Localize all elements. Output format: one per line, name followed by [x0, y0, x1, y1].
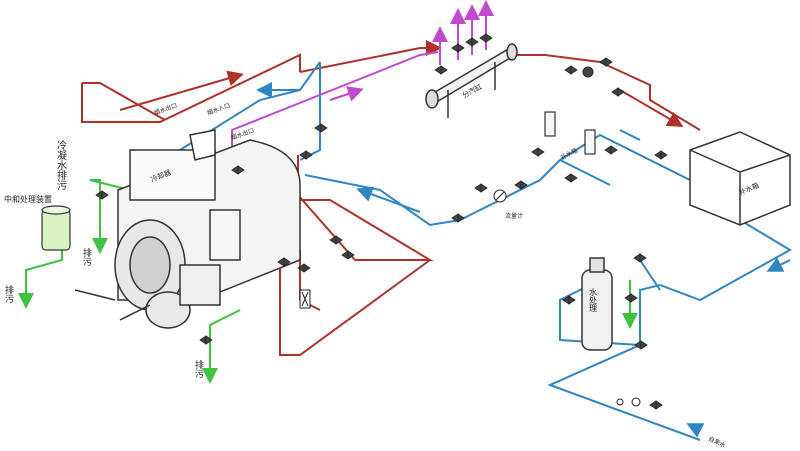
valve-icon [299, 150, 313, 160]
drain-mid-label: 排污 [81, 247, 92, 267]
drain-bottom-label: 排污 [193, 359, 204, 379]
valve-icon [604, 145, 618, 155]
valve-icon [465, 37, 479, 47]
valve-icon [277, 257, 291, 267]
return-water-pipes [179, 61, 792, 441]
valve-icon [479, 33, 493, 43]
boiler [74, 139, 301, 329]
water-treatment-tank [581, 257, 613, 351]
steam-header [425, 43, 518, 118]
water-treatment-label: 水处理 [589, 287, 598, 312]
valve-icon [329, 235, 343, 245]
hot-water-pipes [81, 40, 701, 356]
valve-icon [434, 65, 448, 75]
valve-icon [611, 87, 625, 97]
valve-icon [199, 335, 213, 345]
steam-pipes [231, 0, 494, 160]
smoke-inlet-label: 烟水入口 [206, 101, 231, 117]
condenser-box [189, 129, 216, 161]
valve-icon [654, 150, 668, 160]
valve-icon [649, 400, 663, 410]
valve-icon [451, 213, 465, 223]
valve-icon [531, 147, 545, 157]
drain-left-label: 排污 [3, 284, 14, 304]
valve-icon [514, 180, 528, 190]
softener-columns [544, 111, 596, 155]
valve-icon [95, 190, 109, 200]
valve-icon [624, 293, 638, 303]
valve-icon [231, 165, 245, 175]
tap-water-label: 自来水 [707, 435, 727, 450]
valve-icon [599, 57, 613, 67]
water-tank [689, 131, 791, 226]
valve-icon [297, 263, 311, 273]
valve-icon [474, 183, 488, 193]
valve-icon [562, 295, 576, 305]
valve-icon [341, 250, 355, 260]
softener-label: 补水箱 [559, 146, 579, 162]
valve-icon [314, 123, 328, 133]
neutralizer-tank [41, 205, 71, 251]
neutralizer-label: 中和处理装置 [4, 194, 52, 204]
flowmeter-label: 流量计 [505, 212, 523, 220]
valve-icon [564, 65, 578, 75]
valve-icon [634, 340, 648, 350]
condensate-drain-label: 冷凝水排污 [55, 139, 67, 191]
valves [95, 33, 668, 410]
valve-icon [564, 173, 578, 183]
valve-icon [633, 253, 647, 263]
pump-icon [299, 66, 641, 407]
valve-icon [451, 43, 465, 53]
